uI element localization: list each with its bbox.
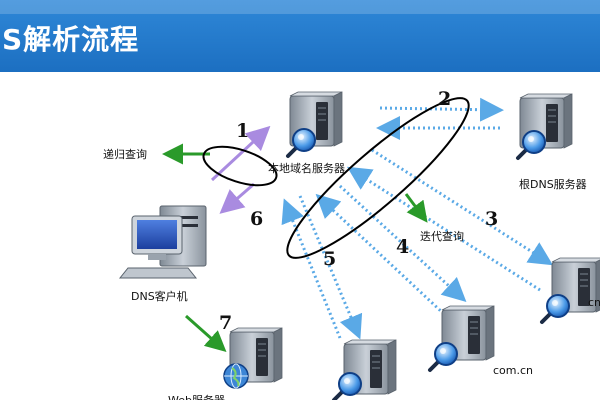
step-4: 4 (396, 236, 410, 258)
cn-dns-server-icon (540, 257, 600, 324)
step-3: 3 (485, 208, 499, 230)
arrow-local-to-client (219, 182, 255, 214)
arrow-client-to-local (210, 125, 271, 182)
purple-arrows (210, 125, 271, 214)
title-banner: S解析流程 (0, 0, 600, 72)
root-dns-server-icon (516, 93, 573, 160)
dns-client-label: DNS客户机 (131, 290, 188, 303)
ellipse-iterative (286, 97, 470, 259)
step-5: 5 (323, 248, 337, 270)
bottom-dns-server-icon (332, 339, 397, 400)
root-dns-server-label: 根DNS服务器 (519, 178, 587, 191)
comcn-dns-server-icon (428, 305, 495, 372)
local-dns-server-icon (286, 91, 343, 158)
banner-shine (0, 0, 600, 14)
iterative-query-label: 迭代查询 (420, 230, 464, 243)
step-2: 2 (438, 88, 452, 110)
step-6: 6 (250, 208, 264, 230)
comcn-label: com.cn (493, 364, 534, 377)
ellipse-recursive (202, 145, 278, 187)
arrow-bottom-to-local (281, 198, 342, 339)
step-7: 7 (219, 312, 233, 334)
web-server-partial-label: Web服务器 (168, 392, 225, 400)
blue-arrows (281, 97, 554, 340)
globe-icon (223, 363, 249, 389)
arrow-cn-to-local (346, 166, 541, 292)
dns-client-computer-icon (118, 205, 207, 279)
recursive-query-label: 递归查询 (103, 148, 147, 161)
arrow-comcn-to-local (315, 193, 446, 316)
arrow-client-to-web (185, 314, 227, 352)
cn-partial-label: cn (588, 296, 600, 309)
diagram-title: S解析流程 (2, 23, 140, 56)
web-server-icon (223, 327, 283, 389)
local-dns-server-label: 本地域名服务器 (268, 162, 345, 175)
arrow-iterative-label (404, 193, 428, 223)
step-1: 1 (236, 120, 250, 142)
